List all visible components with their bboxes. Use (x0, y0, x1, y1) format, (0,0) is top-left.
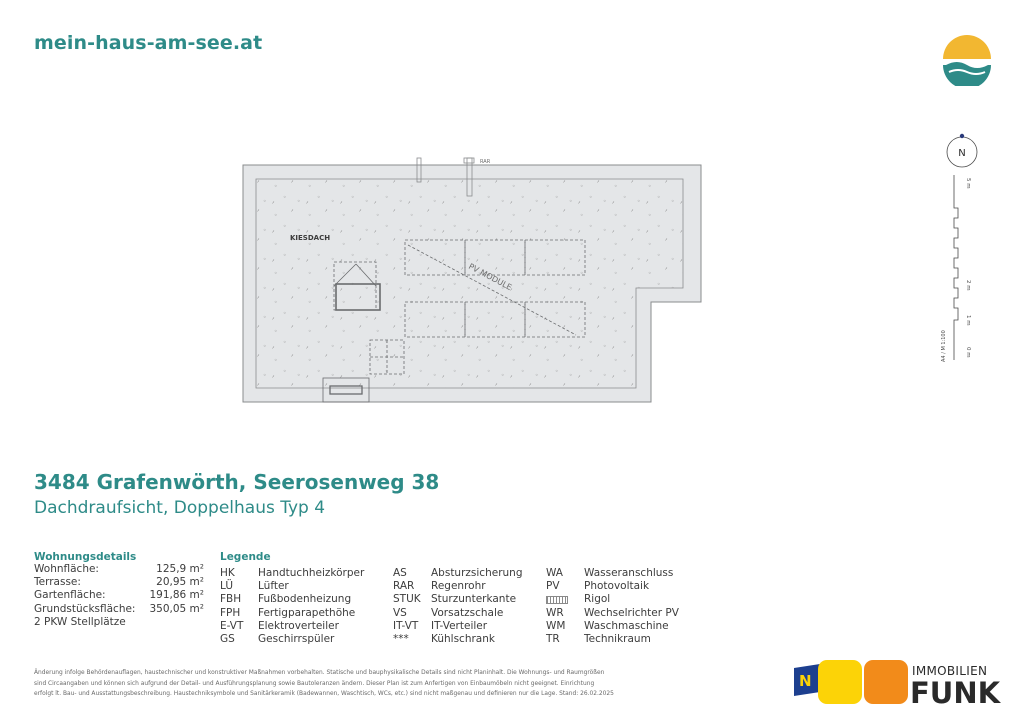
svg-text:N: N (958, 148, 965, 159)
details-heading: Wohnungsdetails (34, 551, 137, 563)
drain-box (322, 377, 370, 403)
svg-text:N: N (799, 672, 812, 690)
hatch-box (369, 339, 405, 375)
rar-label: RAR (480, 159, 491, 165)
site-url[interactable]: mein-haus-am-see.at (34, 32, 263, 54)
roof-window (333, 261, 381, 311)
svg-text:5 m: 5 m (965, 178, 971, 189)
brand-name-bottom: FUNK (910, 676, 1002, 708)
legend-item: ***Kühlschrank (393, 632, 495, 645)
north-arrow-icon: N (946, 133, 978, 168)
rigol-symbol-icon (546, 596, 568, 605)
roof-gravel-area (255, 178, 684, 389)
roof-plan-drawing: ◦ ᐟ ◦ ◦ ᐟ RAR KIESDACH PV MODULE (242, 157, 702, 403)
detail-row: Wohnfläche:125,9 m² (34, 563, 204, 575)
apartment-details: Wohnungsdetails Wohnfläche:125,9 m² Terr… (34, 551, 204, 629)
page-subtitle: Dachdraufsicht, Doppelhaus Typ 4 (34, 498, 326, 518)
roof-label: KIESDACH (290, 234, 330, 242)
page-title: 3484 Grafenwörth, Seerosenweg 38 (34, 470, 440, 494)
legend-item: Rigol (546, 593, 680, 606)
brand-name-top: IMMOBILIEN (912, 664, 987, 678)
pv-modules (404, 239, 586, 338)
immobilien-funk-logo-icon: N IMMOBILIEN FUNK (794, 660, 1002, 708)
legend-heading: Legende (220, 551, 271, 563)
scale-bar: 5 m 2 m 1 m 0 m A4 / M 1:100 (941, 175, 971, 362)
svg-text:0 m: 0 m (965, 347, 971, 358)
sun-wave-logo-icon (943, 35, 991, 86)
disclaimer-footnote: Änderung infolge Behördenauflagen, haust… (34, 670, 614, 698)
svg-text:A4 / M 1:100: A4 / M 1:100 (941, 330, 947, 362)
detail-row: Terrasse:20,95 m² (34, 576, 204, 589)
svg-text:2 m: 2 m (965, 280, 971, 291)
detail-row: Gartenfläche:191,86 m² (34, 589, 204, 602)
svg-text:1 m: 1 m (965, 315, 971, 326)
detail-row: Grundstücksfläche:350,05 m² (34, 602, 204, 615)
detail-row: 2 PKW Stellplätze (34, 615, 126, 628)
